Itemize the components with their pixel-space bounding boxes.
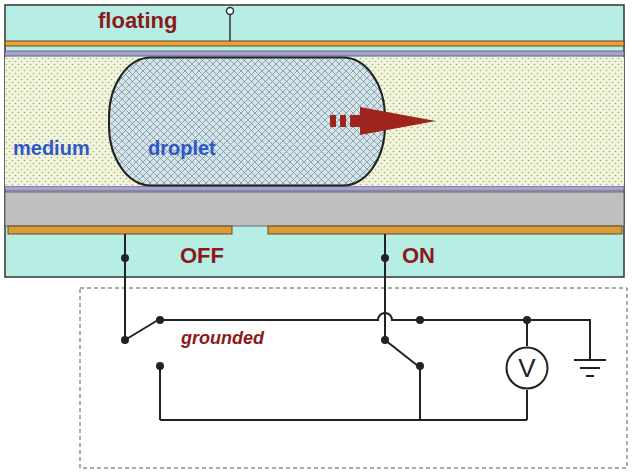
device-housing (5, 5, 624, 277)
floating-lead (229, 14, 231, 41)
voltage-symbol: V (518, 353, 535, 384)
floating-label: floating (98, 8, 177, 34)
droplet-shape-fill (108, 57, 386, 186)
dielectric-layer (5, 192, 624, 226)
on-label: ON (402, 243, 435, 269)
droplet-shape: droplet (108, 57, 386, 186)
off-electrode (8, 226, 232, 234)
bottom-coating (5, 186, 624, 191)
off-label: OFF (180, 243, 224, 269)
motion-arrow (330, 107, 436, 135)
medium-label: medium (13, 137, 90, 160)
wires (125, 234, 590, 420)
junction-dots (121, 254, 531, 370)
on-electrode (268, 226, 622, 234)
floating-terminal (227, 8, 234, 15)
control-box (80, 288, 627, 468)
grounded-label: grounded (181, 328, 264, 349)
droplet-label: droplet (148, 137, 216, 160)
top-coating (5, 51, 624, 56)
ground-symbol (574, 360, 606, 376)
medium-region: medium droplet (5, 57, 624, 186)
top-electrode (5, 41, 624, 46)
voltage-source: V (505, 346, 549, 390)
